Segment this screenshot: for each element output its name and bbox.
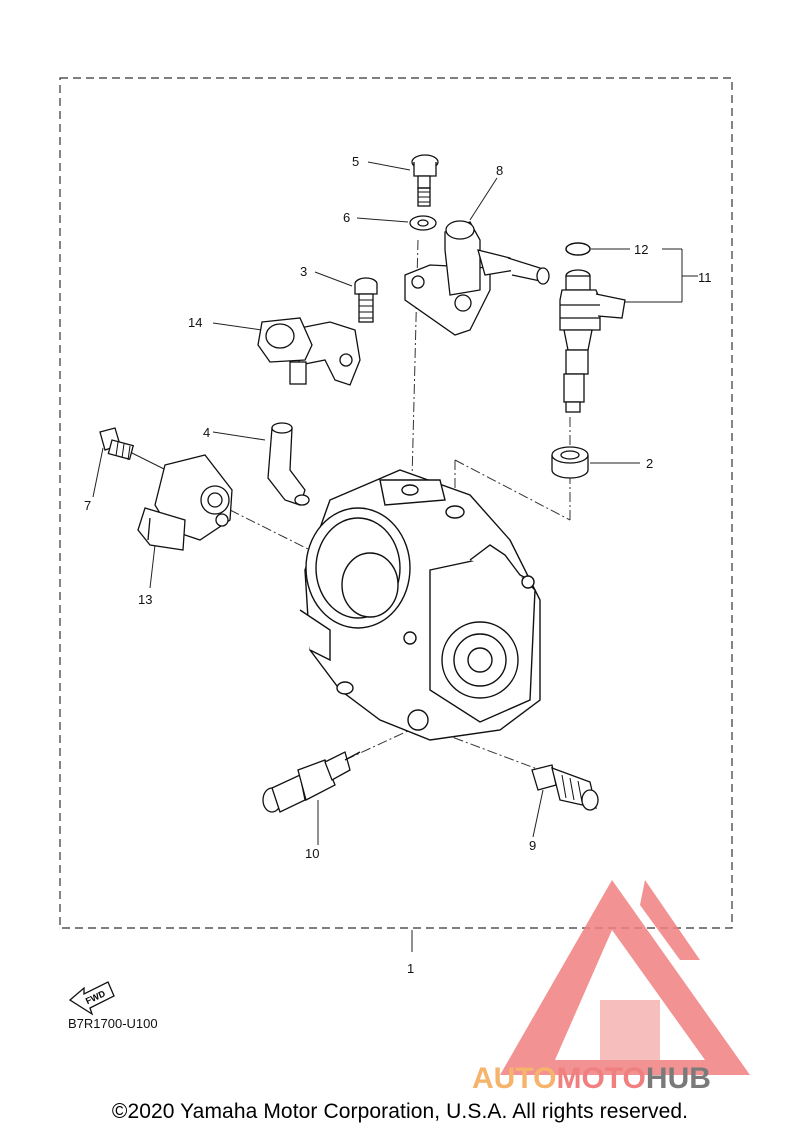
callout-3: 3 <box>300 264 307 279</box>
leader-lines <box>92 161 698 952</box>
part-5-bolt <box>411 154 439 207</box>
part-13-position-sensor <box>137 454 233 551</box>
part-12-o-ring <box>565 242 591 256</box>
watermark-text: AUTOMOTOHUB <box>472 1062 711 1095</box>
callout-12: 12 <box>634 242 648 257</box>
callout-9: 9 <box>529 838 536 853</box>
callout-5: 5 <box>352 154 359 169</box>
callout-11: 11 <box>698 270 712 285</box>
part-10-sensor <box>262 751 361 813</box>
watermark-logo-icon <box>500 880 750 1075</box>
watermark-part3: HUB <box>646 1062 711 1095</box>
part-2-seal <box>551 446 589 479</box>
callout-2: 2 <box>646 456 653 471</box>
copyright-notice: ©2020 Yamaha Motor Corporation, U.S.A. A… <box>111 1100 689 1123</box>
callout-10: 10 <box>305 846 319 861</box>
part-14-sensor <box>257 317 361 386</box>
part-3-screw <box>354 277 378 323</box>
part-4-hose <box>267 422 310 506</box>
throttle-body <box>299 469 541 741</box>
callout-6: 6 <box>343 210 350 225</box>
callout-8: 8 <box>496 163 503 178</box>
part-7-screw <box>99 427 135 461</box>
part-6-washer <box>409 215 437 231</box>
part-9-screw <box>531 764 599 811</box>
assembly-boundary <box>59 77 733 929</box>
watermark-part1: AUTO <box>472 1062 556 1095</box>
callout-1: 1 <box>407 961 414 976</box>
part-8-joint <box>404 220 550 336</box>
callout-14: 14 <box>188 315 202 330</box>
callout-7: 7 <box>84 498 91 513</box>
callout-labels: 1 2 3 4 5 6 7 8 9 10 11 12 13 14 <box>84 154 712 976</box>
callout-13: 13 <box>138 592 152 607</box>
part-11-injector <box>559 269 626 413</box>
diagram-code: B7R1700-U100 <box>68 1016 158 1031</box>
fwd-arrow-icon: FWD <box>68 981 115 1016</box>
watermark-part2: MOTO <box>556 1062 645 1095</box>
callout-4: 4 <box>203 425 210 440</box>
